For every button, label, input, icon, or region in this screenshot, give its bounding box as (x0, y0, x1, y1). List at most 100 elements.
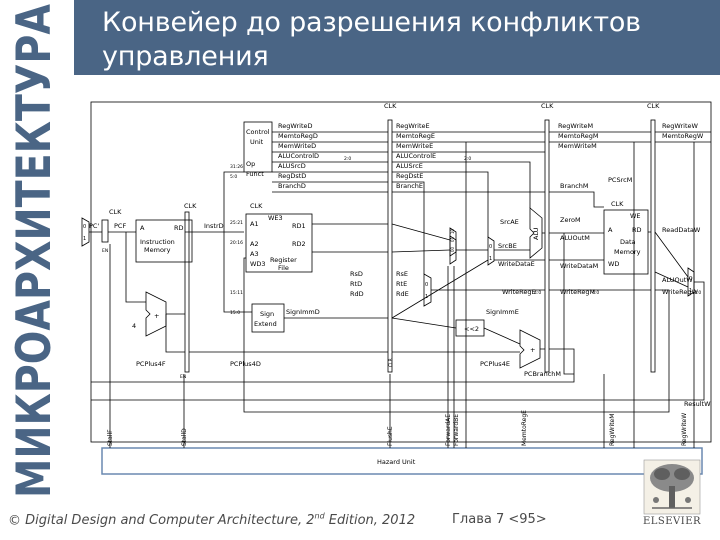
dmem-rd: RD (632, 226, 642, 234)
elsevier-logo: ELSEVIER (640, 458, 704, 530)
sig-m-1: MemtoRegM (558, 132, 598, 140)
hazard-sig-7: RegWriteW (681, 413, 688, 446)
bit-field-1: 5:0 (230, 174, 237, 180)
writereg-e-label: WriteRegE (502, 288, 536, 296)
wire-control-6 (272, 181, 425, 274)
forward-b-mux (449, 235, 457, 265)
wire-pcplus4f (165, 313, 520, 353)
clr-label: CLR (388, 358, 394, 367)
pipeline-diagram: CLK CLK CLK CLK CLK CLK CLK Control Unit… (74, 82, 720, 512)
width-suffix-w: 4:0 (694, 290, 701, 296)
pcf-label: PCF (114, 222, 126, 230)
hazard-sig-5: MemtoRegE (521, 410, 528, 446)
write-data-m-label: WriteDataM (560, 262, 598, 270)
control-unit-label-1: Control (246, 128, 270, 136)
rf-wd3: WD3 (250, 260, 266, 268)
dmem-we: WE (630, 212, 641, 220)
wire-control-7 (272, 191, 604, 208)
alu-shape (529, 207, 543, 259)
label-clk-2: CLK (184, 202, 197, 210)
hazard-unit (101, 447, 703, 475)
wire-result (91, 281, 705, 401)
dmem-wd: WD (608, 260, 619, 268)
en-label-pc: EN (102, 248, 108, 254)
width-suffix-m: 4:0 (592, 290, 599, 296)
bit-field-4: 15:11 (230, 290, 243, 296)
four-const: 4 (132, 322, 136, 330)
side-title-text: МИКРОАРХИТЕКТУРА (7, 3, 62, 498)
mux-pc-0: 0 (83, 224, 86, 230)
write-data-e-label: WriteDataE (498, 260, 535, 268)
pipe-reg-ex-mem (544, 119, 550, 373)
pipeline-svg: CLK CLK CLK CLK CLK CLK CLK Control Unit… (81, 101, 712, 475)
label-clk-1: CLK (109, 208, 122, 216)
sig-w-1: MemtoRegW (662, 132, 704, 140)
dmem-label-2: Memory (614, 248, 641, 256)
sig-d-1: MemtoRegD (278, 132, 318, 140)
sig-d-5: RegDstD (278, 172, 306, 180)
rf-a1: A1 (250, 220, 259, 228)
sig-d-3: ALUControlD (278, 152, 319, 160)
hazard-sig-4: ForwardBE (453, 414, 460, 446)
wire-signimm (284, 259, 521, 345)
label-clk-6: CLK (647, 102, 660, 110)
op-label: Op (246, 160, 255, 168)
pc-prime-label: PC' (89, 222, 99, 230)
elsevier-wordmark: ELSEVIER (642, 516, 702, 527)
pcbranch-m-label: PCBranchM (524, 370, 561, 378)
reg-e-2: RdE (396, 290, 409, 298)
wire-alu-out (542, 232, 604, 375)
writereg-m-label: WriteRegM (560, 288, 595, 296)
mux-regdst-1: 1 (425, 294, 428, 300)
sig-e-0: RegWriteE (396, 122, 430, 130)
reg-e-1: RtE (396, 280, 407, 288)
writereg-w-label: WriteRegW (662, 288, 699, 296)
alu-out-m-label: ALUOutM (560, 234, 590, 242)
hazard-sig-2: FlushE (387, 426, 394, 446)
mux-result-0: 0 (689, 276, 692, 282)
rf-rd2: RD2 (292, 240, 306, 248)
imem-rd: RD (174, 224, 184, 232)
mux3-a-1: 01 (450, 236, 455, 242)
alu-sub-e: 2:0 (464, 156, 471, 162)
reg-d-0: RsD (350, 270, 363, 278)
src-b-label: SrcBE (498, 242, 517, 250)
pipe-reg-mem-wb (650, 119, 656, 373)
hazard-sig-0: StallF (107, 429, 114, 446)
branchm-label: BranchM (560, 182, 589, 190)
pcplus4-f-label: PCPlus4F (136, 360, 166, 368)
wire-pc-next (89, 231, 146, 303)
wire-instr (185, 171, 252, 313)
elsevier-tree-icon (643, 459, 701, 515)
sig-e-1: MemtoRegE (396, 132, 435, 140)
alu-label: ALU (532, 227, 540, 240)
pipe-reg-id-ex (387, 119, 393, 373)
rf-rd1: RD1 (292, 222, 306, 230)
bit-field-3: 20:16 (230, 240, 243, 246)
wire-rd1 (312, 223, 451, 241)
mux3-a-0: 00 (450, 246, 455, 252)
reg-d-1: RtD (350, 280, 362, 288)
bit-field-2: 25:21 (230, 220, 243, 226)
wire-control-5 (272, 171, 489, 237)
zerom-label: ZeroM (560, 216, 581, 224)
pcplus4-adder (145, 291, 167, 337)
pcplus4-e-label: PCPlus4E (480, 360, 510, 368)
register-file (245, 213, 313, 273)
wire-aluoutw (654, 271, 689, 288)
alu-out-w-label: ALUOutW (662, 276, 693, 284)
hazard-sig-6: RegWriteM (609, 414, 616, 446)
alu-sub-d: 2:0 (344, 156, 351, 162)
slide-title: Конвейер до разрешения конфликтов управл… (102, 7, 641, 72)
pcplus4-d-label: PCPlus4D (230, 360, 261, 368)
label-clk-4: CLK (384, 102, 397, 110)
rf-a2: A2 (250, 240, 259, 248)
mux-regdst-0: 0 (425, 282, 428, 288)
signimm-e-label: SignImmE (486, 308, 519, 316)
sig-d-0: RegWriteD (278, 122, 313, 130)
sig-e-5: RegDstE (396, 172, 423, 180)
bit-field-5: 15:0 (230, 310, 240, 316)
sig-d-4: ALUSrcD (278, 162, 306, 170)
hazard-sig-3: ForwardAE (445, 414, 452, 446)
sig-e-3: ALUControlE (396, 152, 436, 160)
